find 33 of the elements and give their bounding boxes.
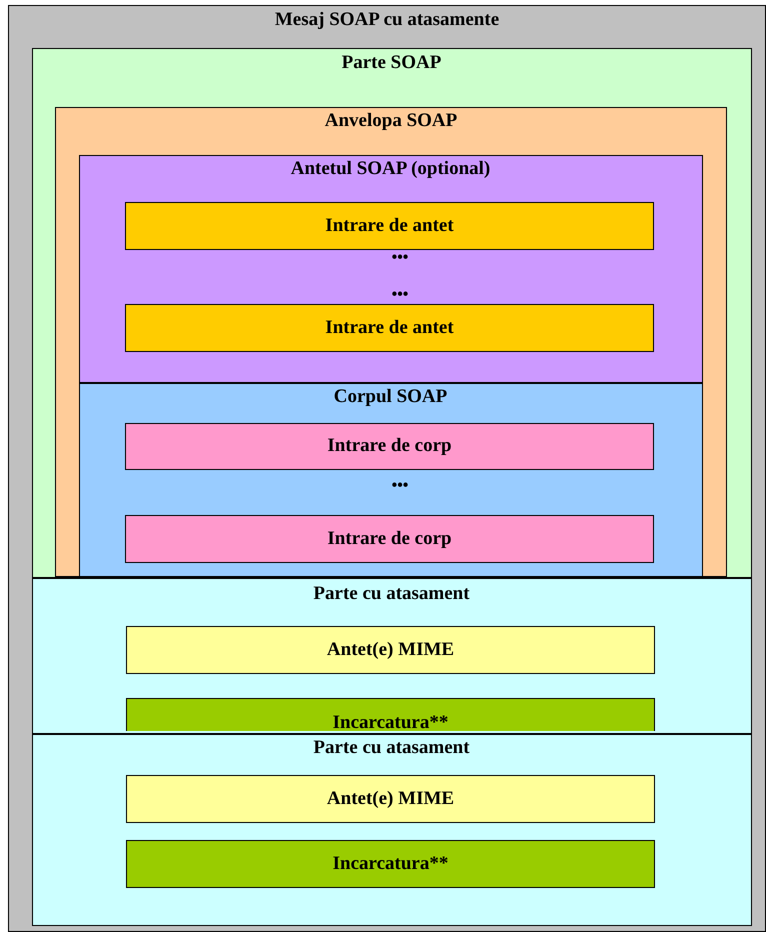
ellipsis-mark: •••: [390, 478, 410, 494]
section-title: Parte cu atasament: [312, 736, 471, 758]
section-title: Anvelopa SOAP: [324, 110, 458, 132]
entry-box: [126, 840, 655, 888]
header-box: [78, 154, 702, 382]
entry-box: [125, 304, 654, 352]
section-title: Corpul SOAP: [332, 386, 448, 408]
entry-label: Intrare de corp: [326, 435, 453, 457]
ellipsis-mark: •••: [390, 250, 410, 266]
message-box: [8, 5, 766, 932]
entry-label: Incarcatura**: [332, 712, 450, 732]
entry-box: [125, 515, 654, 563]
entry-box: [125, 202, 654, 250]
section-title: Antetul SOAP (optional): [290, 158, 492, 180]
section-title: Parte SOAP: [340, 52, 442, 74]
entry-label: Intrare de corp: [326, 528, 453, 550]
entry-label: Intrare de antet: [324, 316, 455, 338]
part-box: [32, 48, 752, 578]
entry-label: Antet(e) MIME: [326, 638, 456, 660]
section-title: Parte cu atasament: [312, 582, 471, 604]
attachment-box: [32, 734, 752, 926]
entry-label: Intrare de antet: [324, 214, 455, 236]
envelope-box: [55, 107, 727, 576]
entry-box: [126, 626, 655, 674]
entry-label: Antet(e) MIME: [326, 788, 456, 810]
entry-box: [126, 775, 655, 823]
section-title: Mesaj SOAP cu atasamente: [274, 9, 500, 31]
entry-label: Incarcatura**: [332, 852, 450, 874]
ellipsis-mark: •••: [390, 287, 410, 303]
attachment-box: [32, 578, 752, 734]
body-box: [78, 382, 702, 576]
entry-box: [126, 698, 655, 731]
entry-box: [125, 423, 654, 470]
